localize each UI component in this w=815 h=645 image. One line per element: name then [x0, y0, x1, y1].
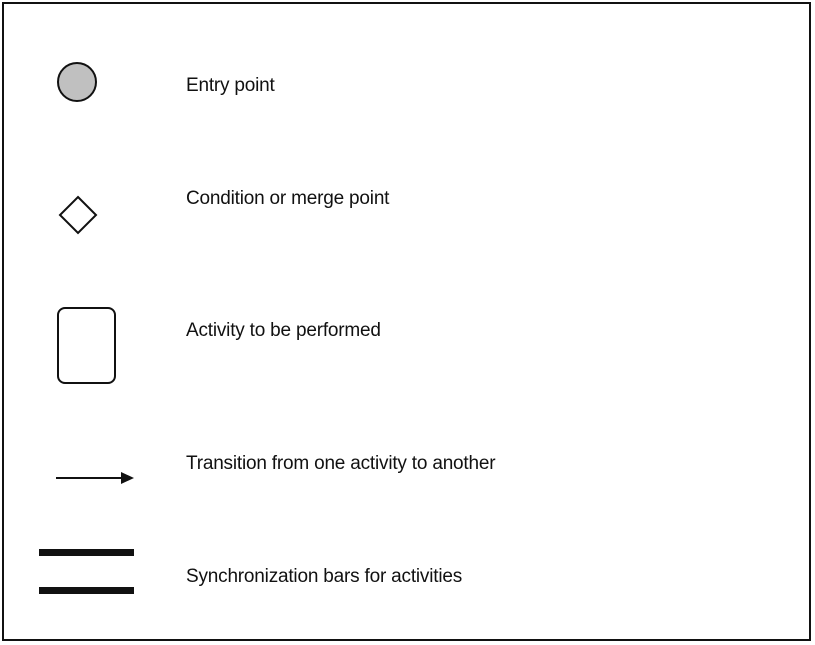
rounded-rectangle-icon: [57, 307, 116, 384]
filled-circle-icon: [57, 62, 97, 102]
synchronization-label: Synchronization bars for activities: [186, 566, 463, 587]
activity-label: Activity to be performed: [186, 320, 381, 341]
double-bar-icon: [39, 549, 134, 594]
condition-merge-label: Condition or merge point: [186, 188, 390, 209]
transition-label: Transition from one activity to another: [186, 453, 496, 474]
entry-point-label: Entry point: [186, 75, 275, 96]
arrow-icon: [56, 472, 134, 484]
diamond-icon: [58, 195, 98, 235]
